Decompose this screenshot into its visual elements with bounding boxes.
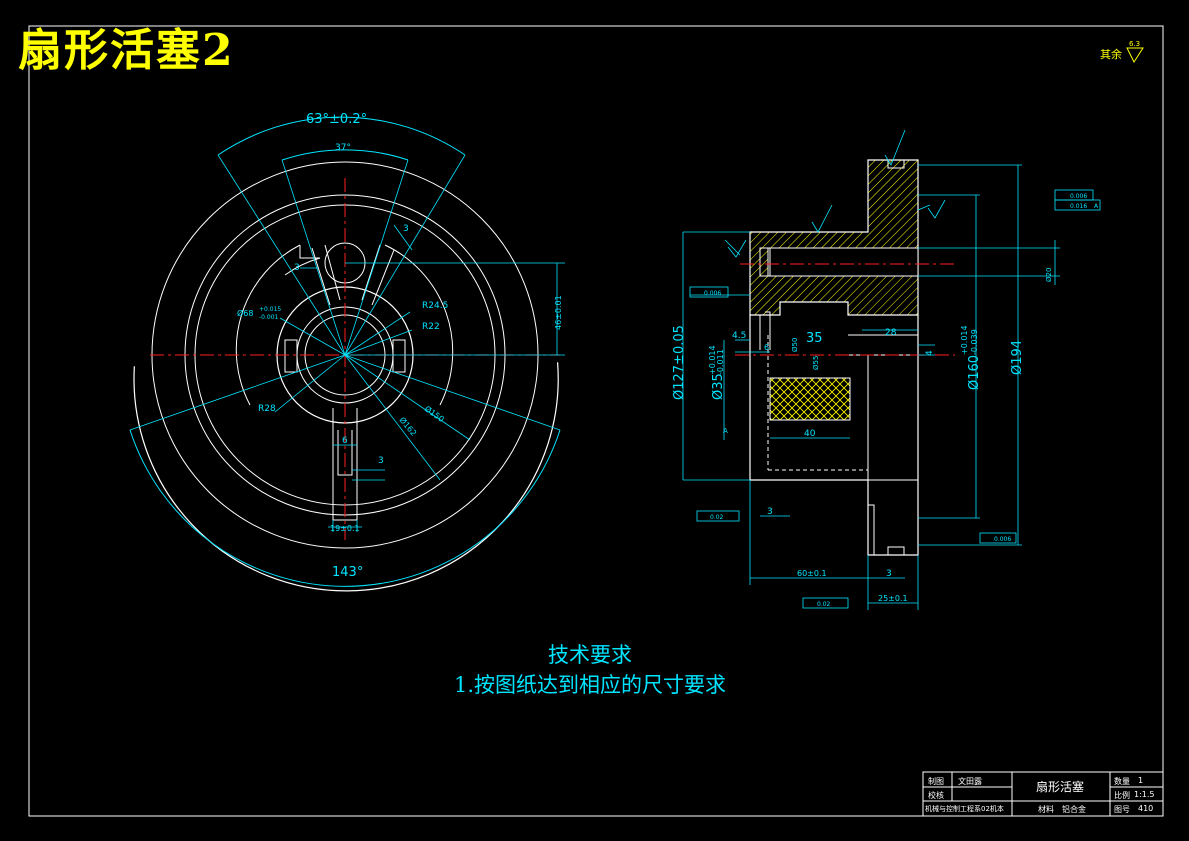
dim-l60: 60±0.1 xyxy=(797,569,827,578)
front-view xyxy=(129,116,565,592)
section-view xyxy=(682,129,1101,610)
dim-r24-5: R24.5 xyxy=(422,301,448,311)
inner-ring-slot xyxy=(284,245,321,276)
tb-material: 铝合金 xyxy=(1062,805,1086,814)
dim-r22: R22 xyxy=(422,322,440,332)
dim-l3b: 3 xyxy=(886,569,892,579)
dim-r35: 35 xyxy=(806,331,823,346)
datum-a: A xyxy=(723,427,728,435)
tb-org: 机械与控制工程系02机本 xyxy=(925,805,1004,813)
dim-angle-inner: 37° xyxy=(335,143,351,153)
dim-d68-tol-up: +0.015 xyxy=(259,306,281,313)
tol-box2: 0.006 xyxy=(994,536,1011,543)
tb-draw-label: 制图 xyxy=(928,777,944,786)
dim-d127: Ø127±0.05 xyxy=(672,325,687,400)
roughness-symbol-icon xyxy=(1126,47,1144,64)
tb-draw-name: 文田露 xyxy=(958,777,982,786)
roughness-label: 其余 xyxy=(1100,48,1122,61)
roughness-value: 6.3 xyxy=(1129,40,1141,48)
dim-l40: 40 xyxy=(804,429,816,439)
dim-l6: 6 xyxy=(764,343,769,352)
tech-item-1: 1.按图纸达到相应的尺寸要求 xyxy=(453,673,727,697)
dim-w3b: 3 xyxy=(403,224,409,234)
tol-flat: 0.006 xyxy=(704,290,721,297)
left-notch xyxy=(284,339,298,373)
dim-w6: 6 xyxy=(342,436,348,446)
tb-qty-label: 数量 xyxy=(1114,777,1130,786)
dim-d68-tol-dn: -0.001 xyxy=(259,314,279,321)
dim-d160-tol-dn: -0.039 xyxy=(970,329,979,355)
v-slot xyxy=(311,244,395,306)
tb-material-label: 材料 xyxy=(1038,805,1054,814)
tol-perp2: 0.02 xyxy=(817,601,831,608)
tb-drawing-no: 410 xyxy=(1138,804,1154,813)
inner-ring-right xyxy=(384,244,454,406)
dim-d160: Ø160 xyxy=(967,355,982,390)
tol-perp1: 0.02 xyxy=(710,514,724,521)
dim-d35-tol-up: +0.014 xyxy=(708,345,717,375)
dim-d194: Ø194 xyxy=(1010,340,1025,375)
dim-w3c: 3 xyxy=(378,456,384,466)
dim-h46: 46±0.01 xyxy=(554,295,563,330)
hatched-body xyxy=(749,159,919,316)
tb-scale-label: 比例 xyxy=(1114,791,1130,800)
dim-37 xyxy=(281,149,409,161)
dim-143 xyxy=(129,429,561,587)
dim-63 xyxy=(217,116,466,156)
tb-scale: 1:1.5 xyxy=(1134,790,1155,799)
dim-d55: Ø55 xyxy=(812,356,820,370)
tol-box1: 0.006 xyxy=(1070,193,1087,200)
dim-r28: R28 xyxy=(258,404,276,414)
dim-d150: Ø150 xyxy=(423,403,446,424)
outer-arc-large xyxy=(133,362,559,592)
lower-body xyxy=(749,315,919,556)
bottom-slot xyxy=(332,408,358,521)
tb-qty: 1 xyxy=(1138,776,1144,785)
dim-l3a: 3 xyxy=(767,507,773,517)
dim-d35-tol-dn: -0.011 xyxy=(716,349,725,375)
dim-l28: 28 xyxy=(885,328,897,338)
dim-d162: Ø162 xyxy=(397,415,419,438)
drawing-title: 扇形活塞2 xyxy=(18,25,235,76)
drawing-border xyxy=(28,25,1164,817)
tb-part-name: 扇形活塞 xyxy=(1036,780,1085,794)
dim-l4: 4 xyxy=(925,350,935,356)
dim-l4-5: 4.5 xyxy=(732,331,746,341)
tol-par-ref: A xyxy=(1094,203,1099,210)
tol-par: 0.016 xyxy=(1070,203,1087,210)
bore-cutout xyxy=(767,247,919,277)
dim-d50: Ø50 xyxy=(791,338,799,352)
dim-d35: Ø35 xyxy=(711,373,726,400)
dim-w19: 19±0.1 xyxy=(330,524,360,533)
dim-l25: 25±0.1 xyxy=(878,594,908,603)
tech-heading: 技术要求 xyxy=(548,643,632,667)
dim-angle-outer: 143° xyxy=(332,565,363,580)
dim-d160-tol-up: +0.014 xyxy=(960,325,969,355)
dim-d68: Ø68 xyxy=(237,308,253,318)
tb-drawing-no-label: 图号 xyxy=(1114,805,1130,814)
title-block xyxy=(922,771,1164,817)
dim-w3a: 3 xyxy=(294,263,300,273)
dim-angle-total: 63°±0.2° xyxy=(306,112,367,127)
right-notch xyxy=(392,339,406,373)
dim-d20: Ø20 xyxy=(1045,268,1053,282)
tb-check-label: 校核 xyxy=(928,791,944,800)
cross-hatch-insert xyxy=(769,377,851,421)
tech-requirements: 技术要求 1.按图纸达到相应的尺寸要求 xyxy=(380,640,800,700)
inner-ring-left xyxy=(235,244,301,406)
